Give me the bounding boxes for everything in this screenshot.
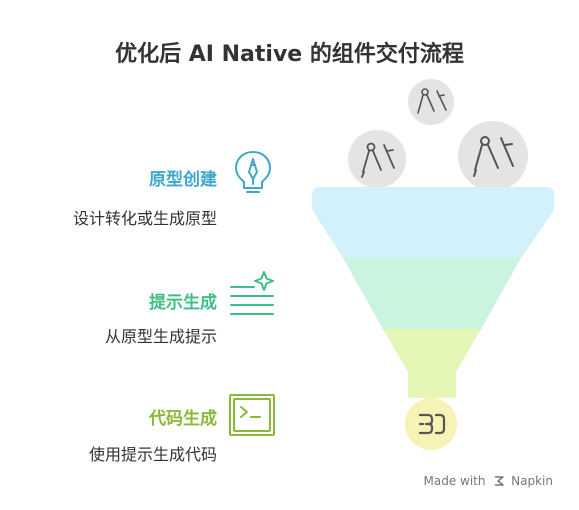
stage-label-code: 代码生成	[149, 409, 217, 429]
stage-desc-prompt: 从原型生成提示	[104, 327, 217, 346]
funnel-band-code	[383, 329, 481, 398]
terminal-icon	[229, 394, 275, 436]
stage-desc-prototype: 设计转化或生成原型	[72, 209, 217, 228]
stage-label-prompt: 提示生成	[149, 293, 217, 313]
drafting-compass-icon	[473, 136, 514, 177]
lightbulb-pen-icon	[235, 151, 271, 193]
page-title: 优化后 AI Native 的组件交付流程	[115, 42, 464, 67]
made-with-napkin: Made with Napkin	[424, 474, 553, 489]
napkin-logo-icon	[495, 475, 505, 486]
funnel-band-prototype	[312, 187, 554, 258]
code-brackets-icon	[418, 413, 446, 435]
input-circle-right	[458, 121, 528, 191]
output-circle	[405, 398, 457, 450]
stage-label-prototype: 原型创建	[149, 170, 217, 190]
funnel-band-prompt	[343, 258, 521, 329]
input-circle-left	[348, 130, 406, 188]
input-circle-top	[408, 79, 454, 125]
stage-desc-code: 使用提示生成代码	[88, 445, 217, 464]
drafting-compass-icon	[417, 88, 447, 114]
made-with-text: Made with	[423, 474, 486, 488]
sparkle-lines-icon	[230, 271, 274, 315]
drafting-compass-icon	[361, 142, 395, 178]
napkin-brand-text: Napkin	[511, 474, 553, 488]
